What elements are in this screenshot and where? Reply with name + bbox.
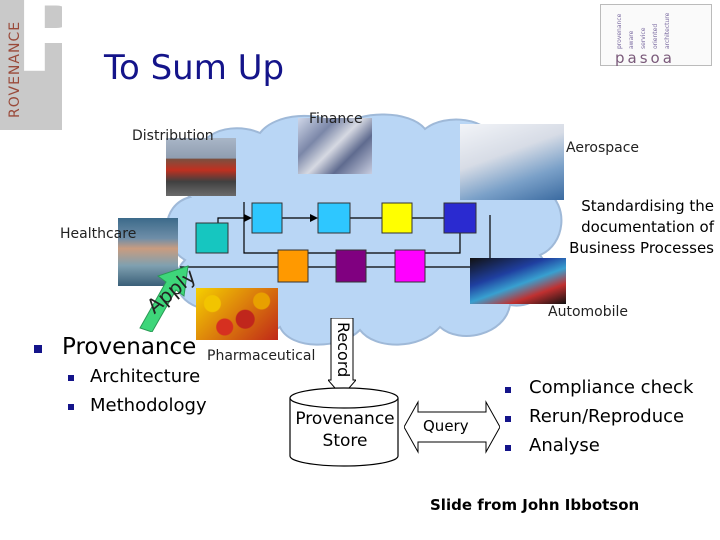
slide-title: To Sum Up <box>104 48 285 88</box>
label-automobile: Automobile <box>548 304 628 320</box>
pasoa-logo: provenance aware service oriented archit… <box>600 4 712 67</box>
label-healthcare: Healthcare <box>60 226 137 242</box>
process-box <box>394 249 426 283</box>
pasoa-tag: oriented <box>652 23 659 49</box>
bullet-compliance-check: Compliance check <box>505 377 693 398</box>
process-box <box>251 202 283 234</box>
bullet-marker <box>68 375 74 381</box>
query-label: Query <box>423 417 469 435</box>
pasoa-logo-word: pasoa <box>615 49 675 67</box>
pasoa-tag: service <box>640 27 647 50</box>
bullet-text: Compliance check <box>529 377 694 398</box>
process-box <box>195 222 229 254</box>
pasoa-tag: aware <box>628 30 635 49</box>
distribution-photo <box>166 138 236 196</box>
label-distribution: Distribution <box>132 128 214 144</box>
logo-text: ROVENANCE <box>7 20 23 118</box>
label-aerospace: Aerospace <box>566 140 640 156</box>
apply-arrow <box>139 265 189 332</box>
bullet-text: Methodology <box>90 395 207 416</box>
aerospace-photo <box>460 124 564 200</box>
pharmaceutical-photo <box>196 288 278 340</box>
bullet-text: Architecture <box>90 366 201 387</box>
slide-credit: Slide from John Ibbotson <box>430 496 640 514</box>
apply-arrow-shape <box>139 265 189 332</box>
record-label-box: Record <box>331 322 353 384</box>
process-boxes <box>195 202 477 283</box>
cloud-caption: Standardising the documentation of Busin… <box>569 197 714 257</box>
bullet-architecture: Architecture <box>68 366 200 387</box>
bullet-rerun-reproduce: Rerun/Reproduce <box>505 406 684 427</box>
bullet-text: Rerun/Reproduce <box>529 406 685 427</box>
store-cylinder-body <box>289 398 399 467</box>
pasoa-tag: provenance <box>616 13 623 49</box>
bullet-provenance: Provenance <box>34 334 196 360</box>
bullet-text: Provenance <box>62 334 197 360</box>
logo-letter: P <box>14 0 95 97</box>
store-cylinder-top <box>289 387 399 409</box>
bullet-marker <box>505 387 511 393</box>
process-box <box>317 202 351 234</box>
automobile-photo <box>470 258 566 304</box>
process-box <box>277 249 309 283</box>
pasoa-tag: architecture <box>664 12 671 49</box>
query-arrow <box>404 400 500 454</box>
label-finance: Finance <box>309 111 363 127</box>
process-box <box>443 202 477 234</box>
bullet-marker <box>505 445 511 451</box>
label-pharmaceutical: Pharmaceutical <box>207 348 316 364</box>
process-box <box>335 249 367 283</box>
store-label: Provenance Store <box>295 409 395 451</box>
arrowhead <box>244 214 252 222</box>
provenance-logo: P ROVENANCE <box>0 0 95 130</box>
finance-photo <box>298 118 372 174</box>
bullet-marker <box>505 416 511 422</box>
provenance-store <box>289 387 399 467</box>
bullet-analyse: Analyse <box>505 435 600 456</box>
bullet-marker <box>34 345 42 353</box>
bullet-marker <box>68 404 74 410</box>
pasoa-logo-tags: provenance aware service oriented archit… <box>615 9 695 49</box>
query-arrow-shape <box>404 400 500 454</box>
process-box <box>381 202 413 234</box>
record-label: Record <box>334 322 353 378</box>
bullet-methodology: Methodology <box>68 395 207 416</box>
bullet-text: Analyse <box>529 435 600 456</box>
logo-bar <box>0 0 62 130</box>
arrowhead <box>310 214 318 222</box>
